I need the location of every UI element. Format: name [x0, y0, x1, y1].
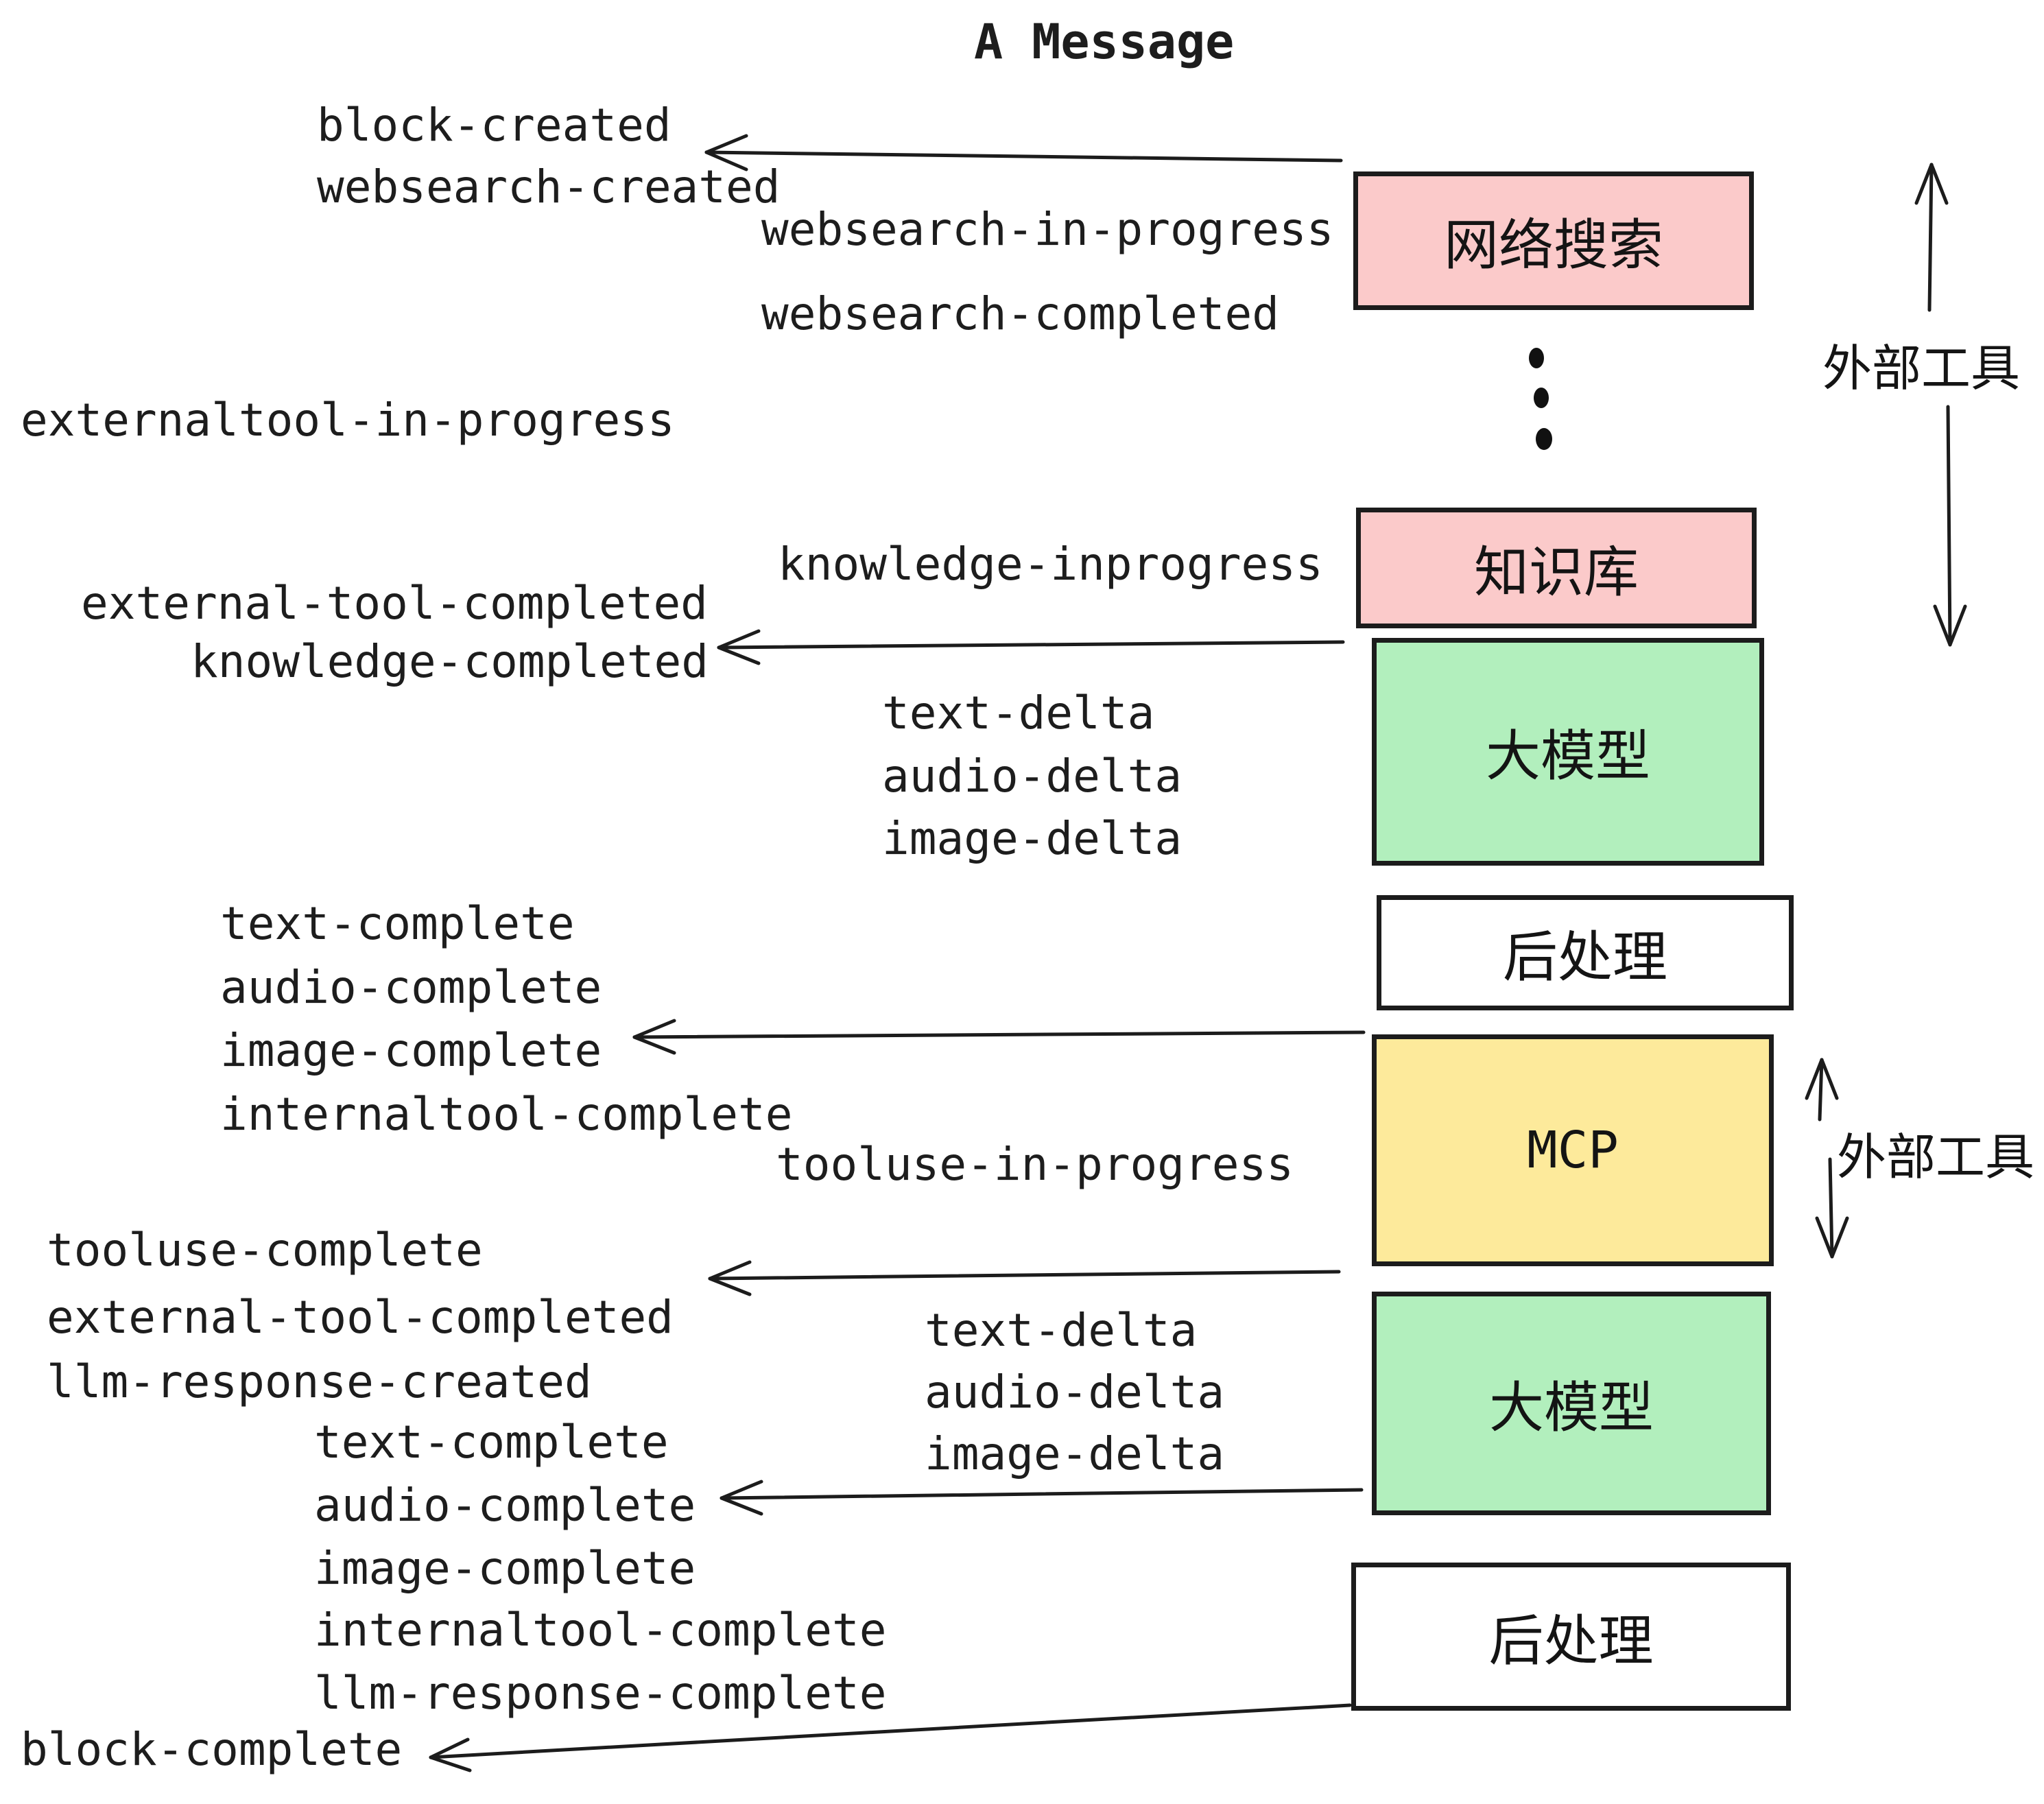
event-websearch-created: websearch-created	[317, 161, 781, 213]
event-text-complete-2: text-complete	[314, 1416, 669, 1469]
event-audio-delta-2: audio-delta	[925, 1366, 1225, 1419]
llm-box-2-label: 大模型	[1489, 1376, 1654, 1440]
event-llm-response-complete: llm-response-complete	[314, 1667, 887, 1720]
postprocess-box-2: 后处理	[1351, 1563, 1791, 1711]
arrow-to-websearch-created	[704, 134, 1343, 171]
event-image-complete-2: image-complete	[314, 1542, 696, 1595]
event-internaltool-complete: internaltool-complete	[220, 1088, 793, 1141]
postprocess-box-2-label: 后处理	[1488, 1609, 1654, 1673]
event-websearch-in-progress: websearch-in-progress	[761, 203, 1334, 256]
event-tooluse-in-progress: tooluse-in-progress	[776, 1138, 1294, 1191]
event-external-tool-completed: external-tool-completed	[81, 577, 708, 630]
event-audio-complete-2: audio-complete	[314, 1479, 696, 1532]
websearch-box-label: 网络搜索	[1444, 213, 1663, 277]
event-internaltool-complete-2: internaltool-complete	[314, 1604, 887, 1657]
arrow-to-audio-complete	[720, 1480, 1364, 1516]
llm-box-2: 大模型	[1372, 1292, 1771, 1515]
llm-box-1: 大模型	[1372, 638, 1764, 866]
event-llm-response-created: llm-response-created	[47, 1355, 592, 1408]
event-websearch-completed: websearch-completed	[761, 287, 1279, 340]
external-tools-down-arrow-top	[1933, 405, 1967, 647]
event-audio-complete: audio-complete	[220, 961, 602, 1014]
event-externaltool-in-progress: externaltool-in-progress	[21, 394, 675, 447]
llm-box-1-label: 大模型	[1486, 724, 1650, 788]
mcp-box-label: MCP	[1527, 1121, 1619, 1180]
ellipsis-dots	[1529, 348, 1552, 450]
event-audio-delta: audio-delta	[882, 750, 1183, 803]
event-block-created: block-created	[317, 99, 672, 152]
event-text-delta: text-delta	[882, 687, 1155, 739]
event-text-complete: text-complete	[220, 897, 575, 950]
knowledge-box: 知识库	[1356, 508, 1757, 628]
event-image-delta: image-delta	[882, 812, 1183, 865]
event-knowledge-completed: knowledge-completed	[191, 635, 709, 688]
event-knowledge-inprogress: knowledge-inprogress	[778, 538, 1323, 591]
event-image-delta-2: image-delta	[925, 1427, 1225, 1480]
knowledge-box-label: 知识库	[1474, 541, 1639, 604]
arrow-to-knowledge-completed	[717, 629, 1345, 665]
postprocess-box-1-label: 后处理	[1503, 925, 1667, 989]
mcp-box: MCP	[1372, 1034, 1774, 1266]
event-external-tool-completed-2: external-tool-completed	[47, 1291, 674, 1344]
external-tools-up-arrow-mid	[1805, 1058, 1839, 1121]
external-tools-label-top: 外部工具	[1822, 340, 2021, 397]
external-tools-up-arrow-top	[1914, 163, 1949, 312]
postprocess-box-1: 后处理	[1377, 895, 1794, 1010]
external-tools-label-mid: 外部工具	[1837, 1128, 2035, 1186]
arrow-to-image-complete	[632, 1019, 1366, 1055]
websearch-box: 网络搜索	[1353, 171, 1754, 310]
page-title: A Message	[974, 14, 1235, 70]
event-text-delta-2: text-delta	[925, 1304, 1198, 1357]
arrow-to-tooluse-complete	[708, 1260, 1341, 1296]
event-tooluse-complete: tooluse-complete	[47, 1224, 483, 1277]
event-image-complete: image-complete	[220, 1024, 602, 1077]
event-block-complete: block-complete	[21, 1723, 403, 1776]
